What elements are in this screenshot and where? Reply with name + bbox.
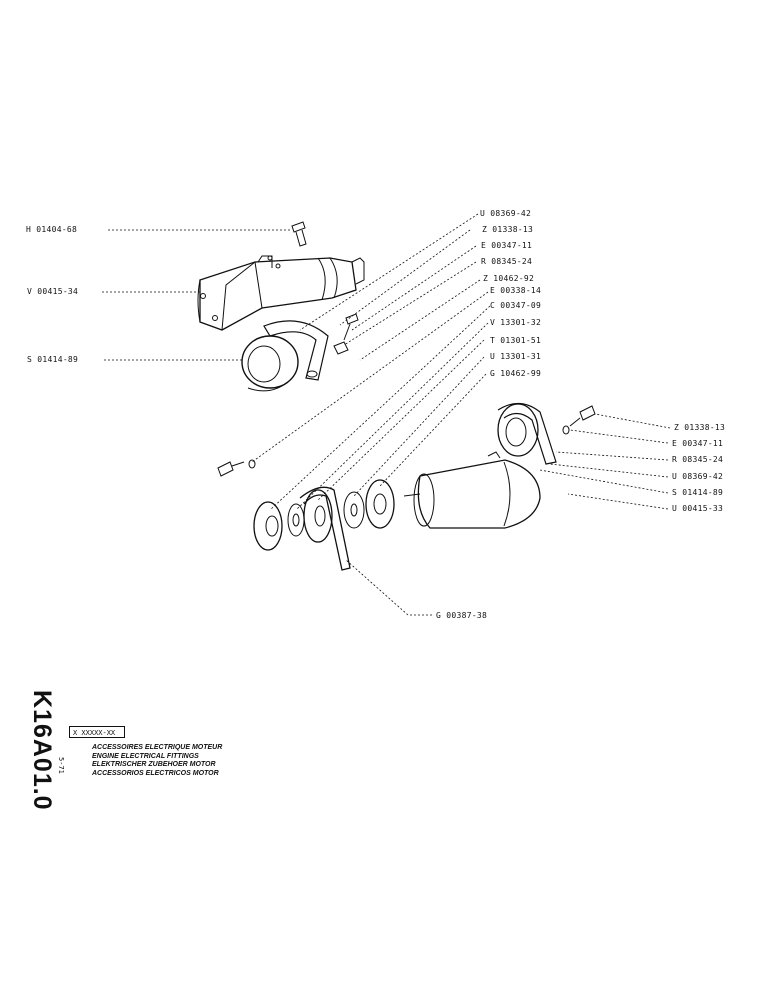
part-label: G 10462-99 (490, 369, 542, 378)
part-label: U 08369-42 (480, 209, 532, 218)
part-label: T 01301-51 (490, 336, 542, 345)
title-en: ENGINE ELECTRICAL FITTINGS (92, 752, 199, 760)
title-de: ELEKTRISCHER ZUBEHOER MOTOR (92, 761, 216, 768)
part-label: G 00387-38 (436, 611, 488, 620)
part-label: C 00347-09 (490, 301, 542, 310)
part-label: S 01414-89 (27, 355, 79, 364)
part-label: S 01414-89 (672, 488, 724, 497)
part-label: V 00415-34 (27, 287, 79, 296)
part-label: Z 10462-92 (483, 274, 535, 283)
starter-motor-upper (197, 221, 365, 392)
part-label: E 00347-11 (672, 439, 724, 448)
part-label: R 08345-24 (481, 257, 533, 266)
part-label: V 13301-32 (490, 318, 542, 327)
reference-box: X XXXXX-XX (69, 726, 125, 738)
leader-lines (102, 213, 671, 616)
drawing-code: K16A01.0 (28, 690, 56, 811)
title-list: ACCESSOIRES ELECTRIQUE MOTEUR ENGINE ELE… (92, 744, 222, 778)
part-label: E 00338-14 (490, 286, 542, 295)
part-label: Z 01338-13 (674, 423, 726, 432)
part-label: U 13301-31 (490, 352, 542, 361)
title-es: ACCESSORIOS ELECTRICOS MOTOR (92, 769, 219, 777)
alternator-assembly (217, 402, 596, 571)
drawing-date: 5-71 (57, 757, 65, 774)
part-label: U 08369-42 (672, 472, 724, 481)
part-label: R 08345-24 (672, 455, 724, 464)
part-label: H 01404-68 (26, 225, 78, 234)
title-fr: ACCESSOIRES ELECTRIQUE MOTEUR (92, 744, 223, 751)
part-label: Z 01338-13 (482, 225, 534, 234)
part-label: E 00347-11 (481, 241, 533, 250)
part-label: U 00415-33 (672, 504, 724, 513)
